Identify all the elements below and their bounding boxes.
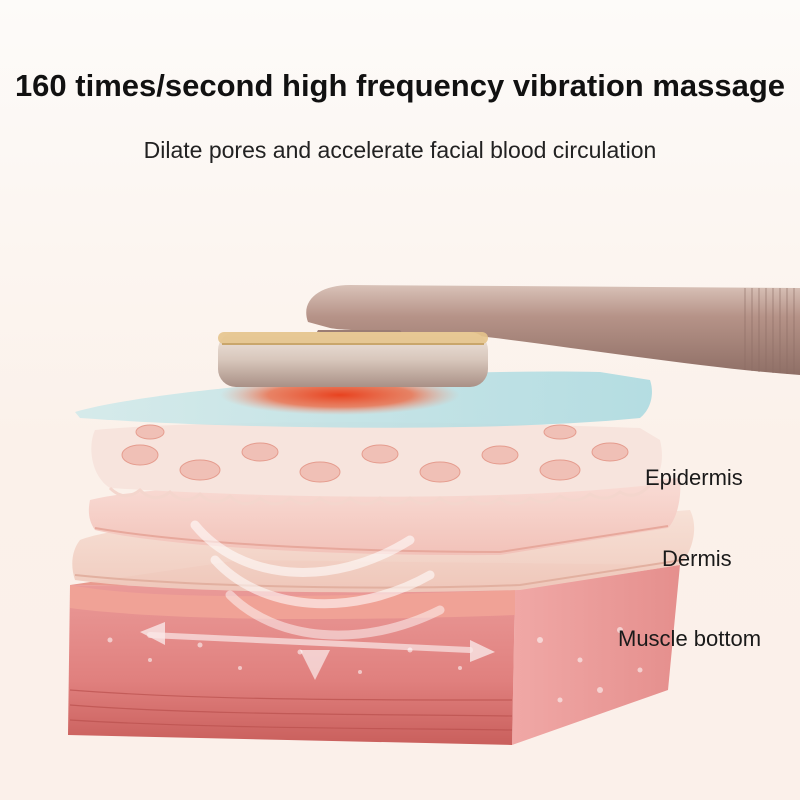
vibration-wave-arrows	[140, 520, 495, 680]
epidermis-layer	[88, 478, 681, 556]
epidermis-label: Epidermis	[645, 465, 743, 490]
cell-layer	[91, 422, 662, 506]
massage-device	[218, 285, 800, 387]
dermis-label: Dermis	[662, 546, 732, 571]
subheadline: Dilate pores and accelerate facial blood…	[143, 137, 657, 163]
muscle-bottom-label: Muscle bottom	[618, 626, 762, 651]
headline: 160 times/second high frequency vibratio…	[14, 68, 786, 103]
